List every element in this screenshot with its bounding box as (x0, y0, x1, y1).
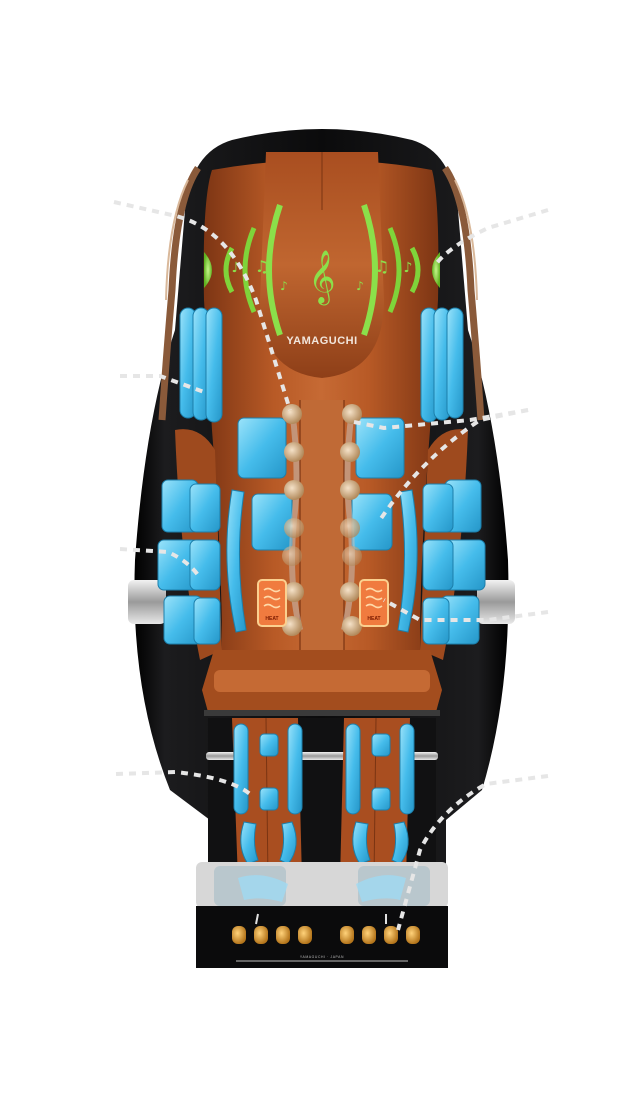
music-note-icon: 𝄞 (308, 249, 335, 305)
callout-line (396, 774, 549, 931)
music-note-icon: ♪ (404, 260, 413, 276)
calf-airbags-left (233, 723, 303, 865)
callout-line (115, 769, 252, 796)
shoulder-airbags-left (179, 307, 223, 423)
callout-line (378, 408, 529, 522)
foot-rollers (232, 913, 420, 944)
music-note-icon: ♫ (375, 257, 389, 276)
music-note-icon: ♪ (356, 279, 364, 293)
arm-airbags-right (422, 479, 486, 645)
callout-line (113, 200, 292, 411)
arm-airbags-left (157, 479, 221, 645)
callout-line (119, 547, 202, 580)
callout-line (434, 208, 549, 266)
shoulder-airbags-right (420, 307, 464, 423)
calf-airbags-right (345, 723, 415, 865)
brand-logo: YAMAGUCHI (286, 335, 357, 347)
speaker-sound-waves: 𝄞 ♫ ♫ ♪ ♪ ♪ ♪ (204, 204, 440, 336)
heat-pad-left: HEAT (257, 579, 287, 627)
back-airbags (226, 417, 418, 633)
footrest: YAMAGUCHI · JAPAN (196, 862, 448, 968)
footrest-print: YAMAGUCHI · JAPAN (300, 955, 344, 959)
music-note-icon: ♪ (280, 279, 288, 293)
callout-line (383, 598, 549, 622)
seat-cushion (202, 650, 442, 716)
headrest-pillow: YAMAGUCHI (260, 152, 384, 378)
back-rollers (282, 404, 362, 636)
heat-pad-right: HEAT (359, 579, 389, 627)
heat-pad-label: HEAT (265, 616, 278, 622)
callout-line (120, 374, 205, 394)
music-note-icon: ♪ (232, 260, 241, 276)
music-note-icon: ♫ (255, 257, 269, 276)
heat-pad-label: HEAT (367, 616, 380, 622)
callout-lines (113, 200, 549, 931)
